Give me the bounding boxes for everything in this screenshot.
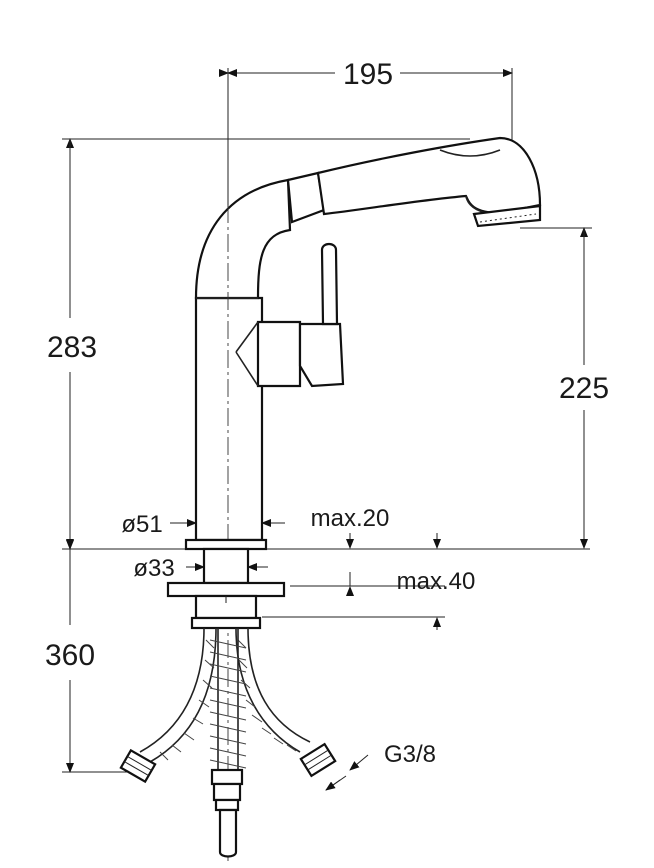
faucet-body <box>194 178 345 542</box>
dim-label-283: 283 <box>47 331 97 364</box>
dim-label-225: 225 <box>559 372 609 405</box>
supply-hoses <box>119 627 337 858</box>
dim-label-g38: G3/8 <box>384 741 436 768</box>
pull-out-spray-head <box>286 136 542 228</box>
dimension-max-40: max.40 <box>346 568 476 630</box>
dim-label-360: 360 <box>45 639 95 672</box>
dimension-thread-g38: G3/8 <box>325 741 436 791</box>
dim-label-diameter-51: ø51 <box>121 511 162 538</box>
faucet-base <box>166 538 445 630</box>
dimension-diameter-51: ø51 <box>121 511 285 538</box>
dim-label-max-20: max.20 <box>311 505 390 532</box>
dim-label-195: 195 <box>343 58 393 91</box>
dimension-height-225: 225 <box>520 227 609 549</box>
dim-label-diameter-33: ø33 <box>133 555 174 582</box>
dim-label-max-40: max.40 <box>397 568 476 595</box>
dimension-depth-360: 360 <box>45 540 132 773</box>
dimension-max-20: max.20 <box>311 505 441 549</box>
dimension-diameter-33: ø33 <box>133 555 268 582</box>
dimension-height-283: 283 <box>47 138 470 549</box>
dimension-reach-195: 195 <box>219 58 513 215</box>
